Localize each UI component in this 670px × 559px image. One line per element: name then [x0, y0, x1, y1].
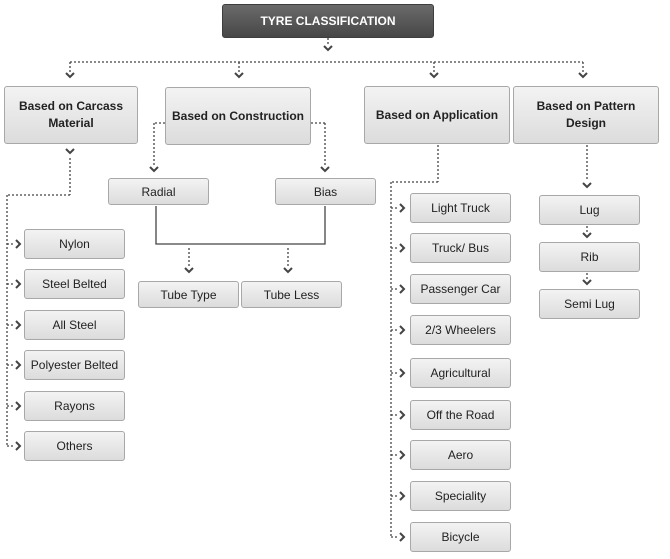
category-application: Based on Application — [364, 86, 510, 144]
carcass-item: All Steel — [24, 310, 125, 340]
category-carcass-material: Based on Carcass Material — [4, 86, 138, 144]
carcass-item: Others — [24, 431, 125, 461]
application-item: Light Truck — [410, 193, 511, 223]
category-pattern-design: Based on Pattern Design — [513, 86, 659, 144]
application-item: Truck/ Bus — [410, 233, 511, 263]
application-item: Bicycle — [410, 522, 511, 552]
carcass-item: Nylon — [24, 229, 125, 259]
construction-item-radial: Radial — [108, 178, 209, 205]
carcass-item: Polyester Belted — [24, 350, 125, 380]
carcass-item: Rayons — [24, 391, 125, 421]
construction-item-tube-type: Tube Type — [138, 281, 239, 308]
application-item: Agricultural — [410, 358, 511, 388]
diagram-title: TYRE CLASSIFICATION — [222, 4, 434, 38]
application-item: Speciality — [410, 481, 511, 511]
construction-item-bias: Bias — [275, 178, 376, 205]
pattern-item: Lug — [539, 195, 640, 225]
application-item: Off the Road — [410, 400, 511, 430]
category-construction: Based on Construction — [165, 87, 311, 145]
application-item: 2/3 Wheelers — [410, 315, 511, 345]
application-item: Passenger Car — [410, 274, 511, 304]
carcass-item: Steel Belted — [24, 269, 125, 299]
pattern-item: Rib — [539, 242, 640, 272]
application-item: Aero — [410, 440, 511, 470]
construction-item-tube-less: Tube Less — [241, 281, 342, 308]
pattern-item: Semi Lug — [539, 289, 640, 319]
